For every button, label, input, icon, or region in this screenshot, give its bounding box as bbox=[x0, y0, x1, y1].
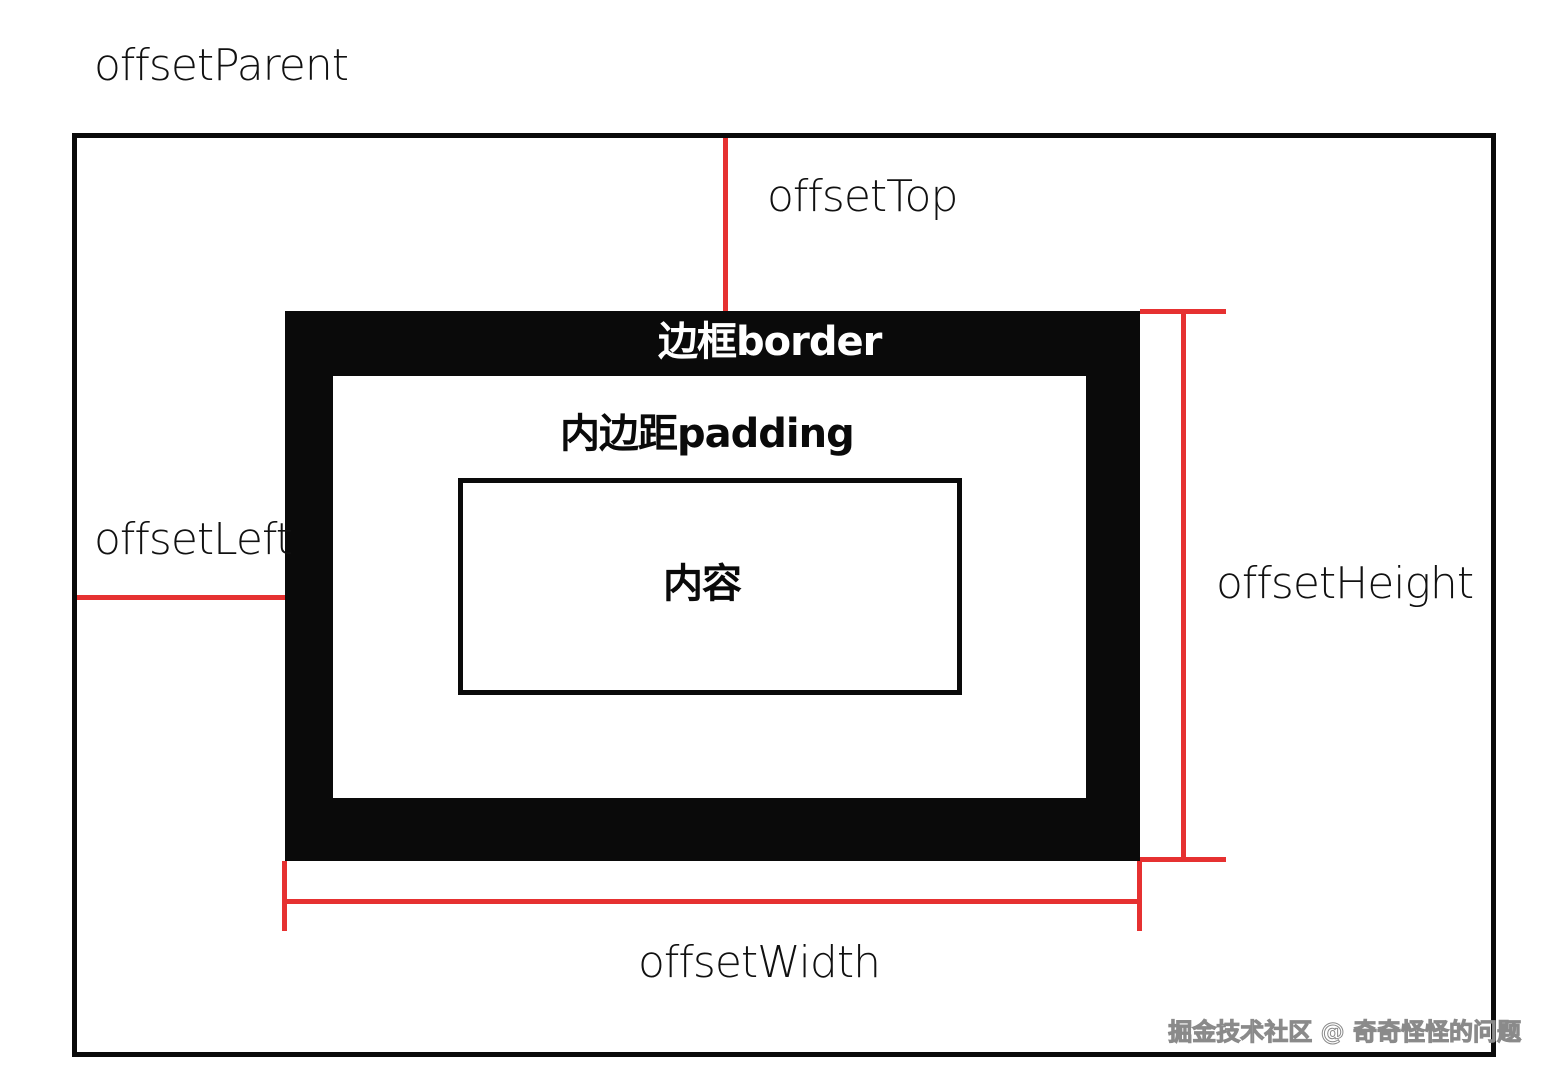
offset-width-label: offsetWidth bbox=[638, 937, 881, 988]
border-label: 边框border bbox=[658, 319, 882, 365]
offset-top-label: offsetTop bbox=[767, 171, 958, 222]
offset-height-line bbox=[1181, 311, 1186, 860]
offset-top-line bbox=[723, 138, 728, 311]
padding-label: 内边距padding bbox=[560, 411, 855, 457]
offset-height-bottom-tick bbox=[1140, 857, 1226, 862]
offset-width-right-tick bbox=[1137, 861, 1142, 931]
offset-left-line bbox=[77, 595, 285, 600]
watermark: 掘金技术社区 @ 奇奇怪怪的问题 bbox=[1168, 1018, 1522, 1047]
offset-width-line bbox=[285, 899, 1140, 904]
offset-width-left-tick bbox=[282, 861, 287, 931]
content-label: 内容 bbox=[663, 561, 742, 607]
element-content-box bbox=[458, 478, 962, 695]
offset-left-label: offsetLeft bbox=[94, 514, 293, 565]
offset-height-label: offsetHeight bbox=[1216, 558, 1474, 609]
offset-parent-box bbox=[72, 133, 1496, 1057]
offset-parent-label: offsetParent bbox=[94, 40, 349, 91]
